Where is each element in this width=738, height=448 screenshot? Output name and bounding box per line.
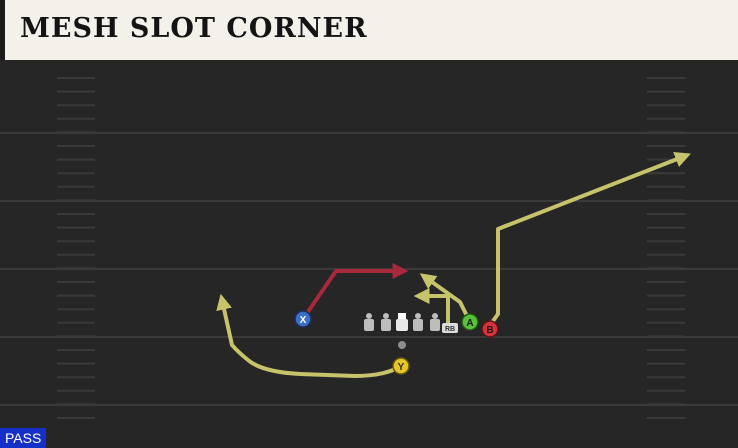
center-icon bbox=[396, 313, 408, 331]
player-y[interactable]: Y bbox=[392, 357, 410, 375]
player-a-label: A bbox=[466, 318, 473, 329]
player-x-label: X bbox=[300, 315, 307, 326]
player-b-label: B bbox=[486, 325, 493, 336]
play-title: MESH SLOT CORNER bbox=[20, 13, 368, 44]
player-b[interactable]: B bbox=[481, 320, 499, 338]
lineman-icon bbox=[413, 313, 423, 331]
lineman-icon bbox=[364, 313, 374, 331]
hash-marks bbox=[57, 77, 685, 419]
player-a[interactable]: A bbox=[461, 313, 479, 331]
yard-lines bbox=[0, 132, 738, 406]
route-rb bbox=[413, 288, 450, 325]
route-y bbox=[216, 293, 403, 378]
field bbox=[0, 60, 738, 448]
offensive-line bbox=[364, 313, 440, 331]
player-x[interactable]: X bbox=[294, 310, 312, 328]
lineman-icon bbox=[430, 313, 440, 331]
player-y-label: Y bbox=[398, 362, 405, 373]
quarterback-icon bbox=[398, 341, 406, 349]
rb-marker[interactable]: RB bbox=[442, 323, 458, 333]
title-bar: MESH SLOT CORNER bbox=[0, 0, 738, 61]
rb-label: RB bbox=[445, 326, 455, 333]
lineman-icon bbox=[381, 313, 391, 331]
route-x bbox=[301, 263, 409, 321]
routes bbox=[216, 152, 691, 378]
title-accent bbox=[0, 0, 5, 60]
play-type-badge: PASS bbox=[0, 428, 47, 448]
